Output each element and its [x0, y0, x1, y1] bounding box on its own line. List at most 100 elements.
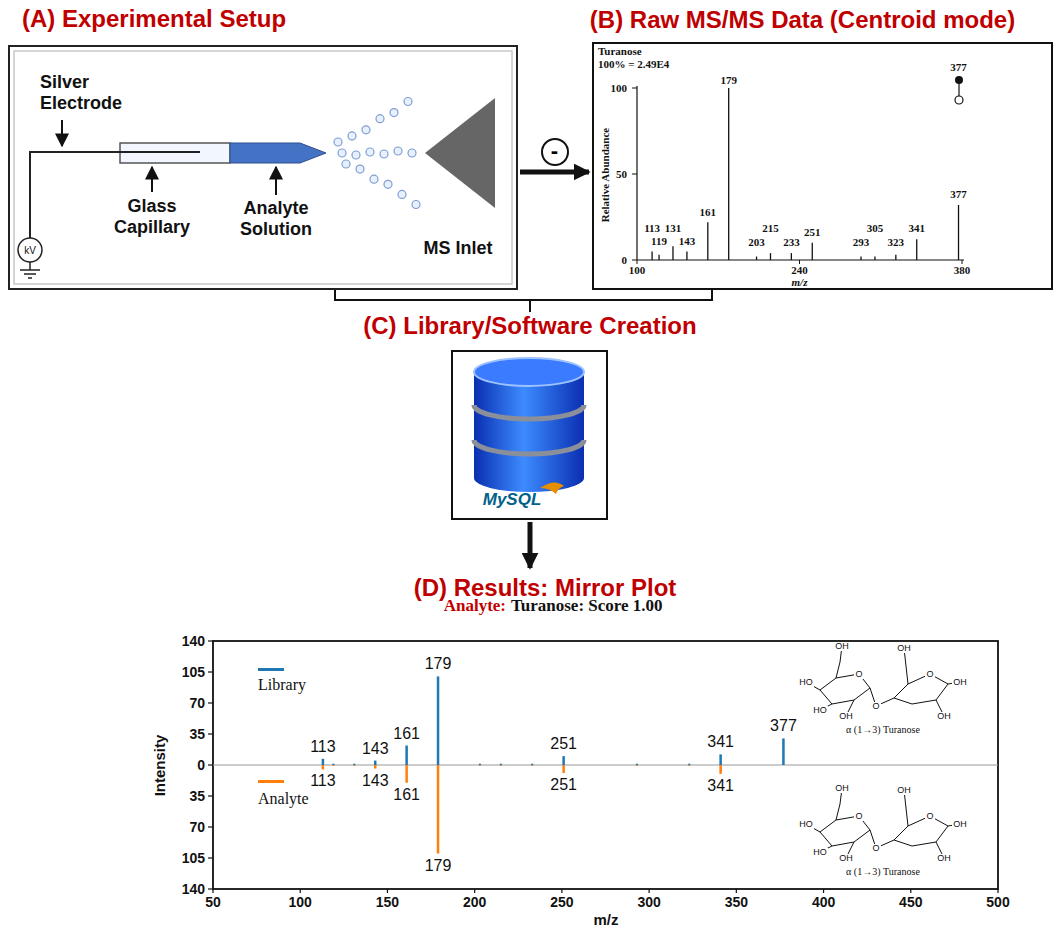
axis-title: Intensity	[152, 734, 169, 796]
peak-label: 131	[665, 222, 682, 234]
panel-title: (B) Raw MS/MS Data (Centroid mode)	[548, 6, 1057, 35]
axis-tick: 35	[189, 726, 205, 742]
axis-tick: 35	[189, 788, 205, 804]
axis-tick: 140	[182, 881, 205, 897]
panel-box: (C) Library/Software Creation	[330, 312, 730, 520]
precursor-label: 377	[950, 61, 967, 73]
peak-label: 251	[550, 776, 577, 794]
axis-tick: 0	[197, 757, 205, 773]
axis-tick: 105	[182, 664, 205, 680]
precursor-symbol	[955, 76, 963, 104]
peak-label: 113	[310, 738, 336, 756]
peak-label: 119	[651, 235, 667, 247]
connector	[520, 170, 589, 175]
structure-atom: O	[925, 670, 934, 679]
peak-label: 377	[950, 188, 967, 200]
axis-title: m/z	[792, 276, 808, 288]
database-icon	[474, 358, 584, 494]
legend-swatch	[258, 780, 284, 783]
peak-label: 203	[748, 236, 765, 248]
axis-tick: 100	[289, 894, 312, 910]
axis-tick: 100	[611, 82, 628, 94]
peak-label: 179	[425, 857, 452, 875]
callout-label: Glass Capillary	[102, 196, 202, 238]
peak-label: 293	[853, 236, 870, 248]
peak-label: 179	[720, 74, 737, 86]
axis-tick: 200	[463, 894, 486, 910]
peak-label: 251	[804, 226, 821, 238]
axis-title: Relative Abundance	[599, 128, 611, 222]
leader-arrows	[62, 120, 276, 195]
axis-tick: 50	[616, 168, 627, 180]
silver-electrode	[30, 152, 200, 238]
axis-tick: 450	[899, 894, 922, 910]
ms-inlet	[425, 98, 495, 208]
plot-marks	[208, 88, 998, 893]
axis-tick: 350	[725, 894, 748, 910]
spray-droplets	[334, 98, 420, 209]
peak-label: 161	[393, 725, 420, 743]
axis-tick: 70	[189, 695, 205, 711]
structure-atom: OH	[936, 712, 952, 721]
peak-label: 161	[700, 206, 717, 218]
structure-atom: HO	[798, 820, 814, 829]
peak-label: 179	[425, 655, 452, 673]
callout-label: MS Inlet	[423, 238, 492, 259]
symbol-label: kV	[24, 245, 36, 256]
connector	[530, 290, 712, 312]
structure-atom: O	[925, 812, 934, 821]
peak-label: 341	[908, 222, 925, 234]
legend-label: Library	[258, 676, 306, 694]
axis-tick: 250	[550, 894, 573, 910]
panel-title: (C) Library/Software Creation	[330, 312, 730, 341]
connector	[528, 522, 533, 568]
structure-atom: OH	[896, 786, 912, 795]
structure-atom: OH	[834, 642, 850, 651]
peak-label: 377	[770, 717, 797, 735]
zero-line	[213, 765, 998, 766]
legend-label: Analyte	[258, 790, 309, 808]
structure-caption: α (1→3) Turanose	[846, 724, 920, 735]
structure-atom: HO	[812, 706, 828, 715]
peak-label: 305	[867, 222, 884, 234]
callout-label: Analyte Solution	[226, 198, 326, 240]
spectrum-note: 100% = 2.49E4	[598, 58, 669, 70]
panel-box: (B) Raw MS/MS Data (Centroid mode)	[592, 42, 1053, 290]
axis-tick: 150	[376, 894, 399, 910]
peak-label: 143	[679, 235, 696, 247]
peak-label: 215	[762, 222, 779, 234]
structure-atom: OH	[838, 712, 854, 721]
peak-label: 113	[310, 772, 336, 790]
peak-label: 341	[707, 733, 734, 751]
axis-tick: 300	[637, 894, 660, 910]
axis-tick: 380	[954, 264, 971, 276]
panel-frame	[451, 350, 608, 520]
charge-symbol: -	[541, 138, 569, 166]
legend-swatch	[258, 668, 284, 671]
axis-title: m/z	[593, 911, 618, 928]
panel-box: (A) Experimental Setup	[8, 45, 518, 290]
peak-label: 113	[644, 222, 660, 234]
structure-atom: OH	[952, 678, 968, 687]
ground-symbol	[20, 262, 40, 278]
structure-atom: OH	[936, 854, 952, 863]
peak-label: 143	[362, 740, 389, 758]
inner-frame	[14, 51, 512, 284]
peak-label: 251	[550, 735, 577, 753]
panel-box: (D) Results: Mirror Plot	[150, 570, 940, 928]
callout-label: Silver Electrode	[40, 72, 155, 114]
axis-tick: 100	[629, 264, 646, 276]
structure-atom: OH	[896, 644, 912, 653]
peak-label: 161	[393, 786, 420, 804]
peak-label: 323	[888, 236, 905, 248]
spectrum-title: Turanose	[598, 45, 642, 57]
peak-label: 143	[362, 772, 389, 790]
analyte-solution	[230, 143, 326, 163]
structure-atom: O	[854, 670, 863, 679]
structure-atom: OH	[952, 820, 968, 829]
axis-tick: 105	[182, 850, 205, 866]
peak-label: 233	[783, 236, 800, 248]
structure-atom: HO	[798, 678, 814, 687]
axis-tick: 140	[182, 633, 205, 649]
